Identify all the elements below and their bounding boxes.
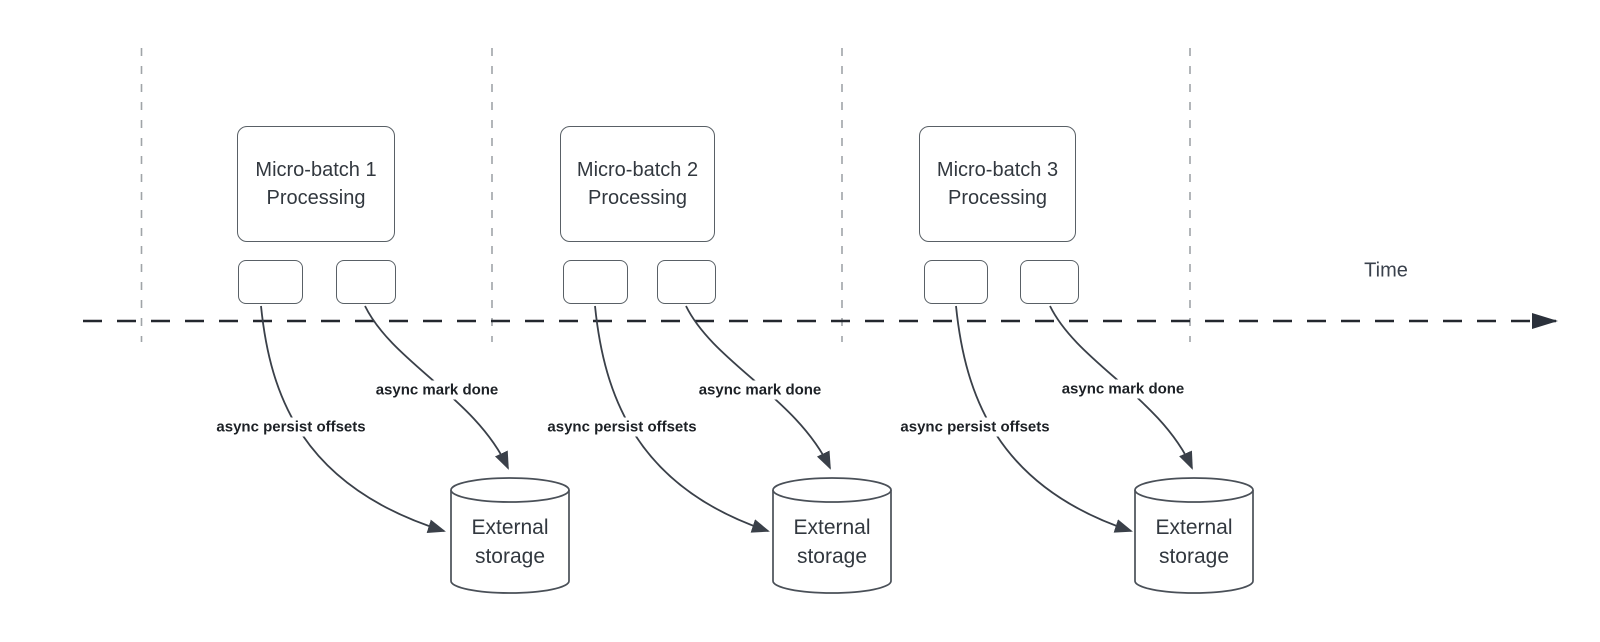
- micro-batch-3-title-line2: Processing: [948, 187, 1047, 209]
- micro-batch-3-processing-box: Micro-batch 3 Processing: [919, 126, 1076, 242]
- mark-done-label-2: async mark done: [695, 380, 825, 400]
- mark-done-label-1: async mark done: [372, 380, 502, 400]
- persist-offsets-label-2: async persist offsets: [544, 417, 700, 437]
- time-axis-label: Time: [1364, 259, 1408, 282]
- micro-batch-3-title-line1: Micro-batch 3: [936, 159, 1059, 181]
- micro-batch-2-title-line1: Micro-batch 2: [576, 159, 699, 181]
- external-storage-1-line2: storage: [474, 545, 546, 568]
- done-task-box-2: [657, 260, 716, 304]
- external-storage-2-line2: storage: [796, 545, 868, 568]
- persist-offsets-label-1: async persist offsets: [213, 417, 369, 437]
- micro-batch-2-title-line2: Processing: [588, 187, 687, 209]
- storage-cylinder-2: [772, 477, 892, 594]
- persist-task-box-1: [238, 260, 303, 304]
- external-storage-3-line2: storage: [1158, 545, 1230, 568]
- external-storage-label-3: External storage: [1155, 513, 1232, 571]
- done-task-box-1: [336, 260, 396, 304]
- storage-cylinder-3: [1134, 477, 1254, 594]
- external-storage-2-line1: External: [793, 516, 871, 539]
- external-storage-label-2: External storage: [793, 513, 870, 571]
- persist-task-box-3: [924, 260, 988, 304]
- persist-task-box-2: [563, 260, 628, 304]
- external-storage-3-line1: External: [1155, 516, 1233, 539]
- external-storage-1-line1: External: [471, 516, 549, 539]
- done-task-box-3: [1020, 260, 1079, 304]
- storage-cylinder-1: [450, 477, 570, 594]
- persist-offsets-label-3: async persist offsets: [897, 417, 1053, 437]
- micro-batch-1-title-line1: Micro-batch 1: [255, 159, 377, 181]
- micro-batch-1-processing-box: Micro-batch 1 Processing: [237, 126, 395, 242]
- micro-batch-2-processing-box: Micro-batch 2 Processing: [560, 126, 715, 242]
- external-storage-label-1: External storage: [471, 513, 548, 571]
- mark-done-label-3: async mark done: [1058, 379, 1188, 399]
- micro-batch-1-title-line2: Processing: [266, 187, 366, 209]
